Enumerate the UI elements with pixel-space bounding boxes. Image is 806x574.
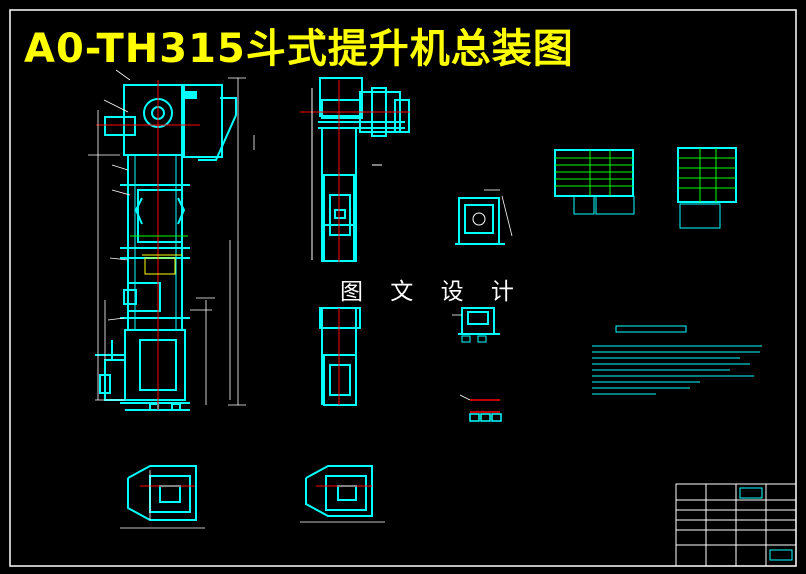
detail-view-2[interactable]	[452, 307, 500, 343]
title-block[interactable]	[675, 483, 797, 567]
front-view-dimensions	[88, 69, 255, 406]
side-view-centerlines	[300, 80, 410, 405]
parts-table-1[interactable]	[554, 149, 635, 215]
parts-table-2[interactable]	[677, 147, 737, 229]
side-elevation-view[interactable]	[318, 77, 410, 406]
detail-view-3[interactable]	[459, 394, 502, 422]
plan-view-left[interactable]	[120, 465, 205, 529]
detail-view-1[interactable]	[455, 189, 513, 245]
front-view-centerlines	[96, 80, 200, 410]
front-elevation-view[interactable]	[95, 84, 237, 411]
sheet-border	[9, 9, 797, 567]
technical-notes	[592, 325, 762, 395]
drawing-title: A0-TH315斗式提升机总装图	[24, 26, 574, 72]
plan-view-right[interactable]	[300, 465, 385, 523]
watermark-text: 图 文 设 计	[340, 279, 524, 305]
